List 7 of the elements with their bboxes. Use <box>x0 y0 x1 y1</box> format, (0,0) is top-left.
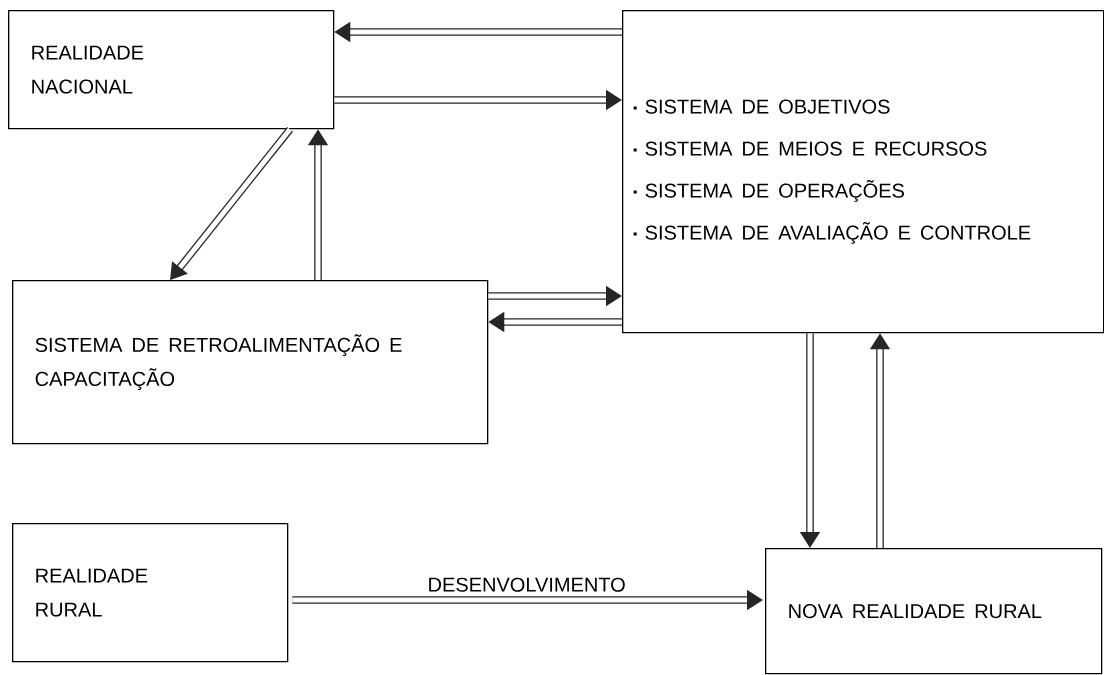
process-box: REALIDADE NACIONAL <box>8 10 335 130</box>
arrow <box>170 126 293 280</box>
edge-label: DESENVOLVIMENTO <box>425 575 628 594</box>
process-box: NOVA REALIDADE RURAL <box>765 548 1103 675</box>
process-box: SISTEMA DE RETROALIMENTAÇÃO E CAPACITAÇÃO <box>12 280 489 445</box>
process-box: REALIDADE RURAL <box>12 523 289 663</box>
process-box: SISTEMA DE OBJETIVOS SISTEMA DE MEIOS E RECURSOS SISTEMA DE OPERAÇÕES SISTEMA DE AVALIAÇÃO E CONTROLE <box>622 10 1104 334</box>
